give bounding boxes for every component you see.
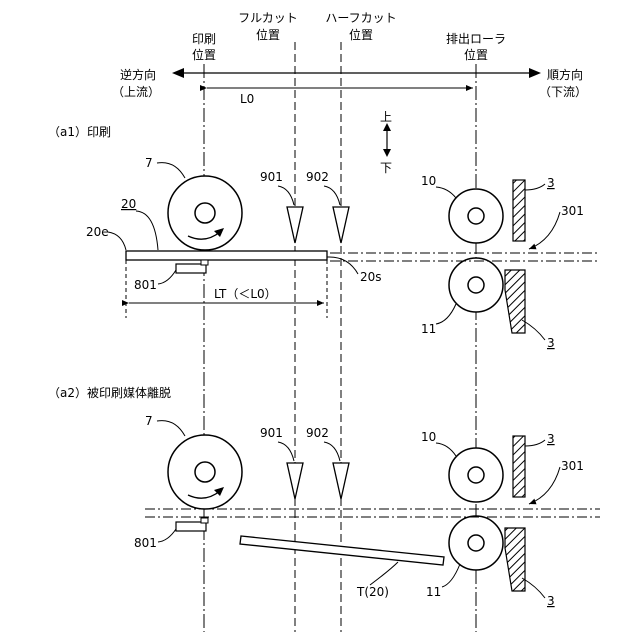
discharge-roller-lower-a2 <box>449 516 503 570</box>
ref-3-upper-a1: 3 <box>547 176 555 190</box>
full-cutter-a1 <box>287 207 303 243</box>
leader-301-a2 <box>529 467 560 504</box>
ref-3-lower-a2: 3 <box>547 594 555 608</box>
leader-301-a1 <box>529 212 560 249</box>
label-print-position: 印刷 位置 <box>192 32 216 62</box>
sensor-801-a1 <box>176 260 208 273</box>
discharge-roller-upper-a2 <box>449 448 503 502</box>
ref-3-lower-a1: 3 <box>547 336 555 350</box>
leader-901-a2 <box>278 442 294 461</box>
lt-label: LT（＜L0） <box>214 287 277 301</box>
leader-801-a1 <box>158 270 176 284</box>
l0-label: L0 <box>240 92 254 106</box>
discharge-roller-lower-a1 <box>449 258 503 312</box>
ref-902-a2: 902 <box>306 426 329 440</box>
l0-dimension: L0 <box>207 88 473 106</box>
ref-10-a1: 10 <box>421 174 436 188</box>
half-cut-line2: 位置 <box>349 27 373 42</box>
ref-901-a2: 901 <box>260 426 283 440</box>
up-label: 上 <box>380 110 392 124</box>
label-full-cut-position: フルカット 位置 <box>238 11 298 42</box>
direction-axis: 逆方向 （上流） 順方向 （下流） <box>112 67 587 99</box>
discharge-line1: 排出ローラ <box>446 32 506 46</box>
ref-801-a1: 801 <box>134 278 157 292</box>
forward-arrowhead <box>529 68 541 78</box>
half-cutter-a1 <box>333 207 349 243</box>
label-discharge-roller-position: 排出ローラ 位置 <box>446 32 506 62</box>
full-cut-line1: フルカット <box>238 11 298 25</box>
reverse-arrowhead <box>172 68 184 78</box>
leader-3-upper-a2 <box>525 440 545 446</box>
ref-3-upper-a2: 3 <box>547 432 555 446</box>
print-medium-a1 <box>126 251 327 260</box>
platen-roller-a2 <box>168 435 242 509</box>
section-a2-title: （a2）被印刷媒体離脱 <box>48 385 171 400</box>
leader-10-a1 <box>436 187 456 198</box>
released-medium <box>240 536 444 565</box>
guide-lower-a2 <box>505 528 525 591</box>
ref-901-a1: 901 <box>260 170 283 184</box>
ref-301-a1: 301 <box>561 204 584 218</box>
guide-upper-a1 <box>513 180 525 241</box>
forward-direction-label: 順方向 <box>547 67 583 82</box>
platen-roller-a1 <box>168 176 242 250</box>
ref-902-a1: 902 <box>306 170 329 184</box>
discharge-line2: 位置 <box>464 47 488 62</box>
down-arrowhead <box>383 149 391 157</box>
guide-lower-a1 <box>505 270 525 333</box>
ref-7-a1: 7 <box>145 156 153 170</box>
sensor-head <box>201 260 208 265</box>
ref-20s: 20s <box>360 270 382 284</box>
discharge-roller-upper-a1 <box>449 189 503 243</box>
up-arrowhead <box>383 123 391 131</box>
reverse-direction-sub: （上流） <box>112 85 160 99</box>
forward-direction-sub: （下流） <box>539 85 587 99</box>
leader-902-a1 <box>324 186 340 205</box>
ref-11-a2: 11 <box>426 585 441 599</box>
label-half-cut-position: ハーフカット 位置 <box>325 11 396 42</box>
section-a1-title: （a1）印刷 <box>48 125 111 139</box>
print-position-line2: 位置 <box>192 47 216 62</box>
ref-301-a2: 301 <box>561 459 584 473</box>
leader-901-a1 <box>278 186 294 205</box>
ref-7-a2: 7 <box>145 414 153 428</box>
leader-801-a2 <box>158 529 176 542</box>
leader-t20 <box>370 562 398 585</box>
leader-7-a2 <box>157 421 185 436</box>
half-cutter-a2 <box>333 463 349 499</box>
leader-7-a1 <box>157 163 185 178</box>
ref-10-a2: 10 <box>421 430 436 444</box>
leader-20s <box>327 257 358 274</box>
vertical-direction: 上 下 <box>380 110 392 175</box>
ref-801-a2: 801 <box>134 536 157 550</box>
ref-t20: T(20) <box>356 585 389 599</box>
sensor-801-a2 <box>176 518 208 531</box>
ref-20e: 20e <box>86 225 109 239</box>
full-cut-line2: 位置 <box>256 27 280 42</box>
down-label: 下 <box>380 161 392 175</box>
leader-902-a2 <box>324 442 340 461</box>
print-position-line1: 印刷 <box>192 32 216 46</box>
half-cut-line1: ハーフカット <box>325 11 396 25</box>
leader-3-upper-a1 <box>525 184 545 190</box>
leader-20 <box>136 211 158 250</box>
leader-10-a2 <box>436 443 456 456</box>
ref-11-a1: 11 <box>421 322 436 336</box>
full-cutter-a2 <box>287 463 303 499</box>
leader-20e <box>108 232 126 250</box>
reverse-direction-label: 逆方向 <box>120 67 156 82</box>
ref-20: 20 <box>121 197 136 211</box>
leader-11-a1 <box>436 304 456 324</box>
leader-11-a2 <box>442 564 460 587</box>
platen-roller-hub <box>195 203 215 223</box>
guide-upper-a2 <box>513 436 525 497</box>
